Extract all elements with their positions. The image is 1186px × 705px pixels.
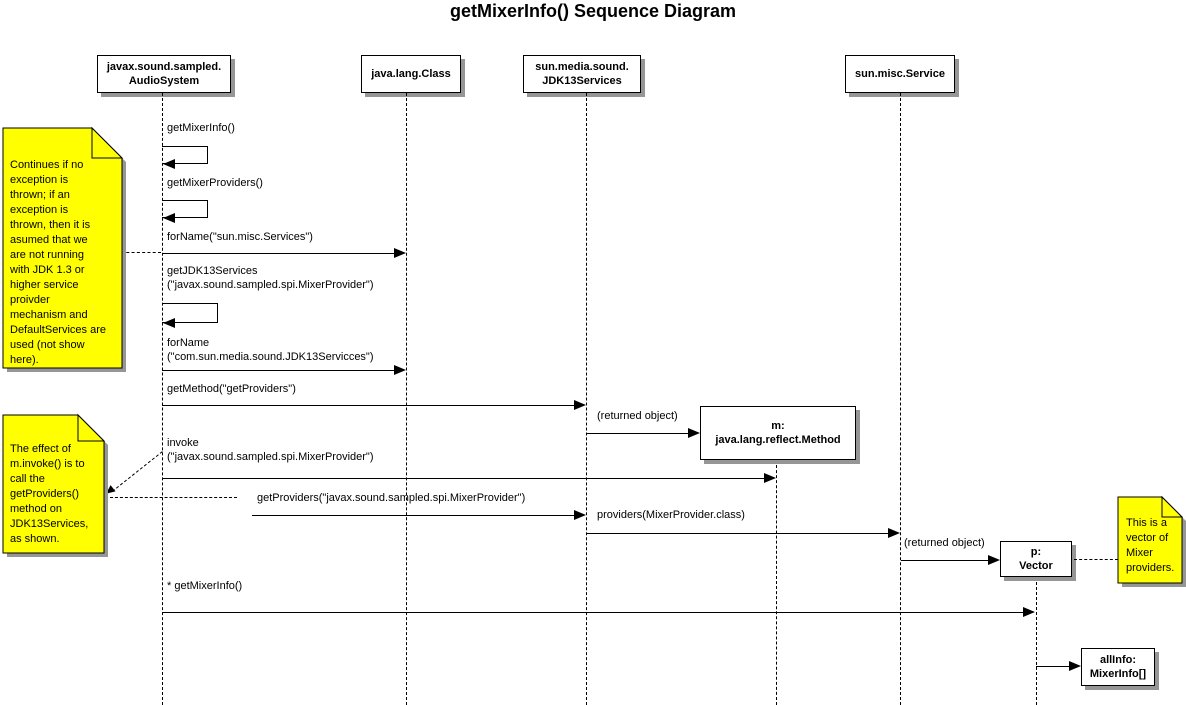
message-label-star-getmixerinfo: * getMixerInfo() <box>167 580 243 592</box>
arrowhead-right-icon <box>1069 661 1081 671</box>
object-method: m: java.lang.reflect.Method <box>700 406 856 460</box>
object-allinfo: allInfo: MixerInfo[] <box>1081 648 1155 686</box>
note-vector-of-mixer-providers: This is a vector of Mixer providers. <box>1117 495 1186 587</box>
message-label-getmethod: getMethod("getProviders") <box>167 383 296 395</box>
message-label-getjdk13services: getJDK13Services ("javax.sound.sampled.s… <box>167 265 374 291</box>
message-label-invoke: invoke ("javax.sound.sampled.spi.MixerPr… <box>167 437 374 463</box>
self-call-arrow <box>162 146 208 164</box>
note-shape-icon <box>2 413 108 557</box>
arrowhead-right-icon <box>764 473 776 483</box>
message-label-forname-jdk13: forName ("com.sun.media.sound.JDK13Servi… <box>167 337 374 363</box>
message-label-returned-object-vector: (returned object) <box>904 537 985 549</box>
message-line <box>1036 666 1070 667</box>
message-line <box>587 433 689 434</box>
note-text: This is a vector of Mixer providers. <box>1126 517 1175 574</box>
message-label-getmixerinfo: getMixerInfo() <box>167 122 235 134</box>
arrowhead-right-icon <box>1023 607 1035 617</box>
note-text: Continues if no exception is thrown; if … <box>10 159 106 366</box>
lifeline-method-object <box>776 460 777 705</box>
lifeline-vector-object <box>1036 577 1037 705</box>
participant-sun-misc-service: sun.misc.Service <box>845 55 955 93</box>
note-anchor <box>121 252 161 253</box>
arrowhead-right-icon <box>394 365 406 375</box>
arrowhead-left-icon <box>163 213 175 223</box>
message-line <box>162 405 575 406</box>
arrowhead-right-icon <box>688 428 700 438</box>
message-line <box>162 612 1024 613</box>
message-line <box>162 253 395 254</box>
note-continues-if-no-exception: Continues if no exception is thrown; if … <box>2 126 126 372</box>
self-call-arrow <box>162 200 208 218</box>
participant-java-lang-class: java.lang.Class <box>361 55 461 93</box>
message-label-getproviders: getProviders("javax.sound.sampled.spi.Mi… <box>257 492 526 504</box>
arrowhead-right-icon <box>888 528 900 538</box>
message-label-forname-services: forName("sun.misc.Services") <box>167 231 313 243</box>
lifeline-jdk13services <box>586 93 587 705</box>
message-line <box>162 370 395 371</box>
message-line <box>901 560 989 561</box>
arrowhead-right-icon <box>988 555 1000 565</box>
arrowhead-right-icon <box>394 248 406 258</box>
lifeline-sun-misc-service <box>900 93 901 705</box>
diagram-title: getMixerInfo() Sequence Diagram <box>449 1 737 21</box>
message-label-returned-object-method: (returned object) <box>597 410 678 422</box>
message-line <box>162 478 765 479</box>
participant-jdk13services: sun.media.sound. JDK13Services <box>523 55 641 93</box>
message-label-providers: providers(MixerProvider.class) <box>597 509 745 521</box>
note-anchor <box>1074 559 1118 560</box>
note-shape-icon <box>2 126 126 372</box>
object-vector: p: Vector <box>1000 541 1072 577</box>
note-effect-of-invoke: The effect of m.invoke() is to call the … <box>2 413 108 557</box>
note-text: The effect of m.invoke() is to call the … <box>10 443 89 545</box>
participant-audiosystem: javax.sound.sampled. AudioSystem <box>97 55 231 93</box>
arrowhead-left-icon <box>163 318 175 328</box>
arrowhead-right-icon <box>574 400 586 410</box>
lifeline-audiosystem <box>162 93 163 705</box>
note-shape-icon <box>1117 495 1186 587</box>
note-anchor <box>112 451 163 492</box>
arrowhead-left-icon <box>163 159 175 169</box>
self-call-arrow <box>162 303 218 323</box>
arrowhead-right-icon <box>574 510 586 520</box>
message-label-getmixerproviders: getMixerProviders() <box>167 177 263 189</box>
message-line <box>252 515 575 516</box>
message-line <box>587 533 889 534</box>
lifeline-java-lang-class <box>406 93 407 705</box>
note-anchor <box>110 497 237 498</box>
